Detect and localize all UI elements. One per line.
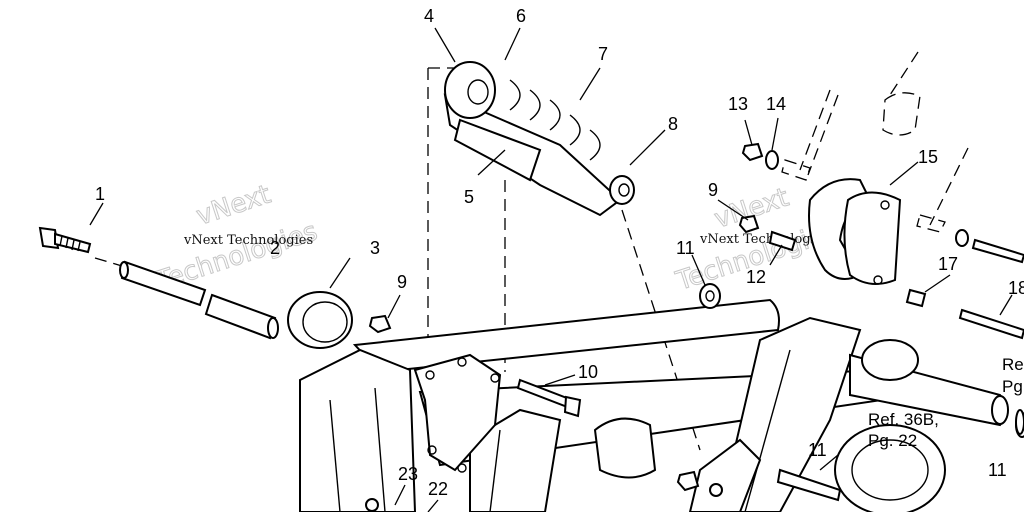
- ref-right-label: Ref: [1002, 355, 1024, 374]
- callout-10: 10: [578, 362, 598, 382]
- shock-absorber: [443, 61, 635, 217]
- watermark-text: vNext Technologies: [699, 232, 829, 247]
- callout-13: 13: [728, 94, 748, 114]
- callout-8: 8: [668, 114, 678, 134]
- reference-notes: Ref. 36B, Pg. 22 Ref Pg: [868, 355, 1024, 450]
- callout-labels: 1 2 3 4 5 6 7 8 9 9 10 11 11 11 12 13 14…: [95, 6, 1024, 499]
- callout-11-upper: 11: [676, 238, 695, 258]
- callout-7: 7: [598, 44, 608, 64]
- callout-18: 18: [1008, 278, 1024, 298]
- lower-hardware: [365, 409, 1024, 512]
- callout-23: 23: [398, 464, 418, 484]
- part-2-spacer: [119, 260, 279, 340]
- callout-3: 3: [370, 238, 380, 258]
- callout-12: 12: [746, 267, 766, 287]
- callout-1: 1: [95, 184, 105, 204]
- part-1-bolt: [38, 226, 92, 254]
- ref-page-label: Pg. 22: [868, 431, 917, 450]
- callout-6: 6: [516, 6, 526, 26]
- callout-11-right: 11: [988, 460, 1007, 480]
- part-18-bolt: [958, 308, 1024, 340]
- part-9-nut-left: [368, 314, 392, 334]
- part-11-washer: [699, 283, 721, 309]
- part-12-bushing: [768, 230, 797, 252]
- leader-lines: [89, 27, 1013, 512]
- bolt-right-upper: [955, 229, 1024, 264]
- part-15-bracket: [808, 178, 902, 285]
- callout-9-right: 9: [708, 180, 718, 200]
- part-14-washer: [765, 150, 779, 170]
- callout-4: 4: [424, 6, 434, 26]
- callout-2: 2: [270, 238, 280, 258]
- part-17-spacer: [905, 288, 927, 308]
- part-13-nut: [741, 142, 764, 162]
- callout-11-lower: 11: [808, 440, 827, 460]
- callout-14: 14: [766, 94, 786, 114]
- ref-right-page-label: Pg: [1002, 377, 1023, 396]
- callout-15: 15: [918, 147, 938, 167]
- watermark-text: vNext Technologies: [183, 233, 313, 248]
- part-10-bolt: [516, 378, 582, 418]
- callout-22: 22: [428, 479, 448, 499]
- ref-36b-label: Ref. 36B,: [868, 410, 939, 429]
- main-frame: [299, 298, 1024, 512]
- pin-dashed-upper: [781, 92, 946, 233]
- mount-bracket-left: [413, 353, 502, 473]
- watermark-big-a: vNext: [193, 180, 275, 232]
- callout-5: 5: [464, 187, 474, 207]
- part-3-bushing: [287, 291, 353, 349]
- callout-17: 17: [938, 254, 958, 274]
- part-9-nut-right: [738, 214, 760, 234]
- callout-9-left: 9: [397, 272, 407, 292]
